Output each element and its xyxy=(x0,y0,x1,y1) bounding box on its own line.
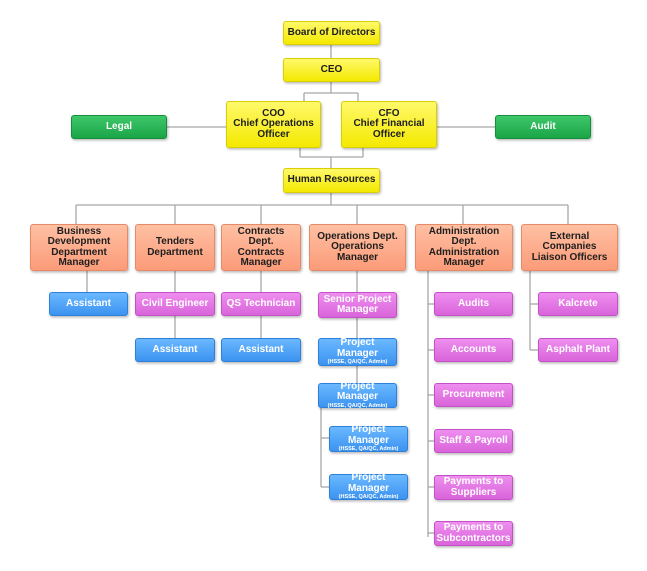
cfo-line-2: Chief Financial xyxy=(353,118,425,130)
asphalt-plant-box: Asphalt Plant xyxy=(538,338,618,362)
project-manager-title: Project Manager xyxy=(336,337,379,359)
legal-label: Legal xyxy=(105,120,133,132)
audit-box: Audit xyxy=(495,115,591,139)
contracts-line-3: Manager xyxy=(240,257,282,268)
tenders-assistant-label: Assistant xyxy=(152,343,198,355)
external-companies-box: External Companies Liaison Officers xyxy=(521,224,618,271)
staff-payroll-label: Staff & Payroll xyxy=(439,434,508,446)
staff-payroll-box: Staff & Payroll xyxy=(434,429,513,453)
coo-box: COO Chief Operations Officer xyxy=(226,101,321,148)
asphalt-plant-label: Asphalt Plant xyxy=(546,343,610,355)
administration-line-3: Manager xyxy=(443,257,485,268)
cfo-line-1: CFO xyxy=(378,107,400,119)
operations-line-1: Operations Dept. xyxy=(317,230,398,242)
project-manager-subtitle: (HSSE, QA/QC, Admin) xyxy=(338,446,399,453)
procurement-box: Procurement xyxy=(434,383,513,407)
contracts-assistant-label: Assistant xyxy=(238,343,284,355)
project-manager-box: Project Manager (HSSE, QA/QC, Admin) xyxy=(318,380,397,409)
payments-subcontractors-line-2: Subcontractors xyxy=(436,532,511,544)
accounts-label: Accounts xyxy=(450,343,497,355)
ceo-label: CEO xyxy=(320,63,343,75)
coo-line-2: Chief Operations xyxy=(233,118,314,130)
business-assistant-box: Assistant xyxy=(49,292,128,316)
business-line-2: Development xyxy=(47,236,111,247)
qs-technician-label: QS Technician xyxy=(226,297,296,309)
accounts-box: Accounts xyxy=(434,338,513,362)
ceo-box: CEO xyxy=(283,58,380,82)
project-manager-subtitle: (HSSE, QA/QC, Admin) xyxy=(327,402,388,409)
tenders-department-box: Tenders Department xyxy=(135,224,215,271)
business-line-1: Business xyxy=(56,225,102,237)
external-line-1: External xyxy=(549,230,590,242)
operations-line-2: Operations xyxy=(331,241,384,253)
tenders-line-2: Department xyxy=(147,246,203,258)
payments-subcontractors-line-1: Payments to xyxy=(443,522,504,533)
contracts-line-2: Contracts xyxy=(237,246,285,258)
project-manager-title: Project Manager xyxy=(347,472,390,494)
contracts-assistant-box: Assistant xyxy=(221,338,301,362)
senior-project-manager-box: Senior Project Manager xyxy=(318,292,397,318)
qs-technician-box: QS Technician xyxy=(221,292,301,316)
kalcrete-label: Kalcrete xyxy=(558,297,598,309)
operations-department-box: Operations Dept. Operations Manager xyxy=(309,224,406,271)
tenders-line-1: Tenders xyxy=(155,236,195,247)
procurement-label: Procurement xyxy=(442,388,505,400)
operations-line-3: Manager xyxy=(336,251,379,263)
senior-pm-line-1: Senior Project xyxy=(323,293,392,305)
business-development-box: Business Development Department Manager xyxy=(30,224,128,271)
administration-department-box: Administration Dept. Administration Mana… xyxy=(415,224,513,271)
payments-suppliers-box: Payments to Suppliers xyxy=(434,475,513,500)
audits-box: Audits xyxy=(434,292,513,316)
audits-label: Audits xyxy=(457,297,490,309)
payments-subcontractors-box: Payments to Subcontractors xyxy=(434,521,513,546)
board-label: Board of Directors xyxy=(287,26,376,38)
contracts-department-box: Contracts Dept. Contracts Manager xyxy=(221,224,301,271)
board-of-directors-box: Board of Directors xyxy=(283,21,380,45)
cfo-line-3: Officer xyxy=(372,128,406,140)
project-manager-title: Project Manager xyxy=(347,424,390,446)
civil-engineer-label: Civil Engineer xyxy=(141,297,209,309)
cfo-box: CFO Chief Financial Officer xyxy=(341,101,437,148)
business-assistant-label: Assistant xyxy=(65,297,111,309)
external-line-3: Liaison Officers xyxy=(531,251,608,263)
human-resources-box: Human Resources xyxy=(283,168,380,193)
administration-line-2: Administration xyxy=(428,246,500,258)
payments-suppliers-line-1: Payments to xyxy=(443,476,504,487)
audit-label: Audit xyxy=(530,120,556,132)
payments-suppliers-line-2: Suppliers xyxy=(450,486,497,498)
administration-line-1: Administration Dept. xyxy=(428,225,500,247)
project-manager-title: Project Manager xyxy=(336,380,379,403)
project-manager-box: Project Manager (HSSE, QA/QC, Admin) xyxy=(318,337,397,366)
project-manager-box: Project Manager (HSSE, QA/QC, Admin) xyxy=(329,472,408,501)
external-line-2: Companies xyxy=(542,241,597,253)
kalcrete-box: Kalcrete xyxy=(538,292,618,316)
senior-pm-line-2: Manager xyxy=(336,304,379,315)
tenders-assistant-box: Assistant xyxy=(135,338,215,362)
legal-box: Legal xyxy=(71,115,167,139)
project-manager-subtitle: (HSSE, QA/QC, Admin) xyxy=(338,494,399,501)
business-line-3: Department Manager xyxy=(51,246,107,268)
contracts-line-1: Contracts Dept. xyxy=(237,225,285,247)
coo-line-3: Officer xyxy=(257,128,290,140)
project-manager-subtitle: (HSSE, QA/QC, Admin) xyxy=(327,359,388,366)
hr-label: Human Resources xyxy=(287,174,376,186)
coo-line-1: COO xyxy=(262,107,285,119)
project-manager-box: Project Manager (HSSE, QA/QC, Admin) xyxy=(329,424,408,453)
civil-engineer-box: Civil Engineer xyxy=(135,292,215,316)
